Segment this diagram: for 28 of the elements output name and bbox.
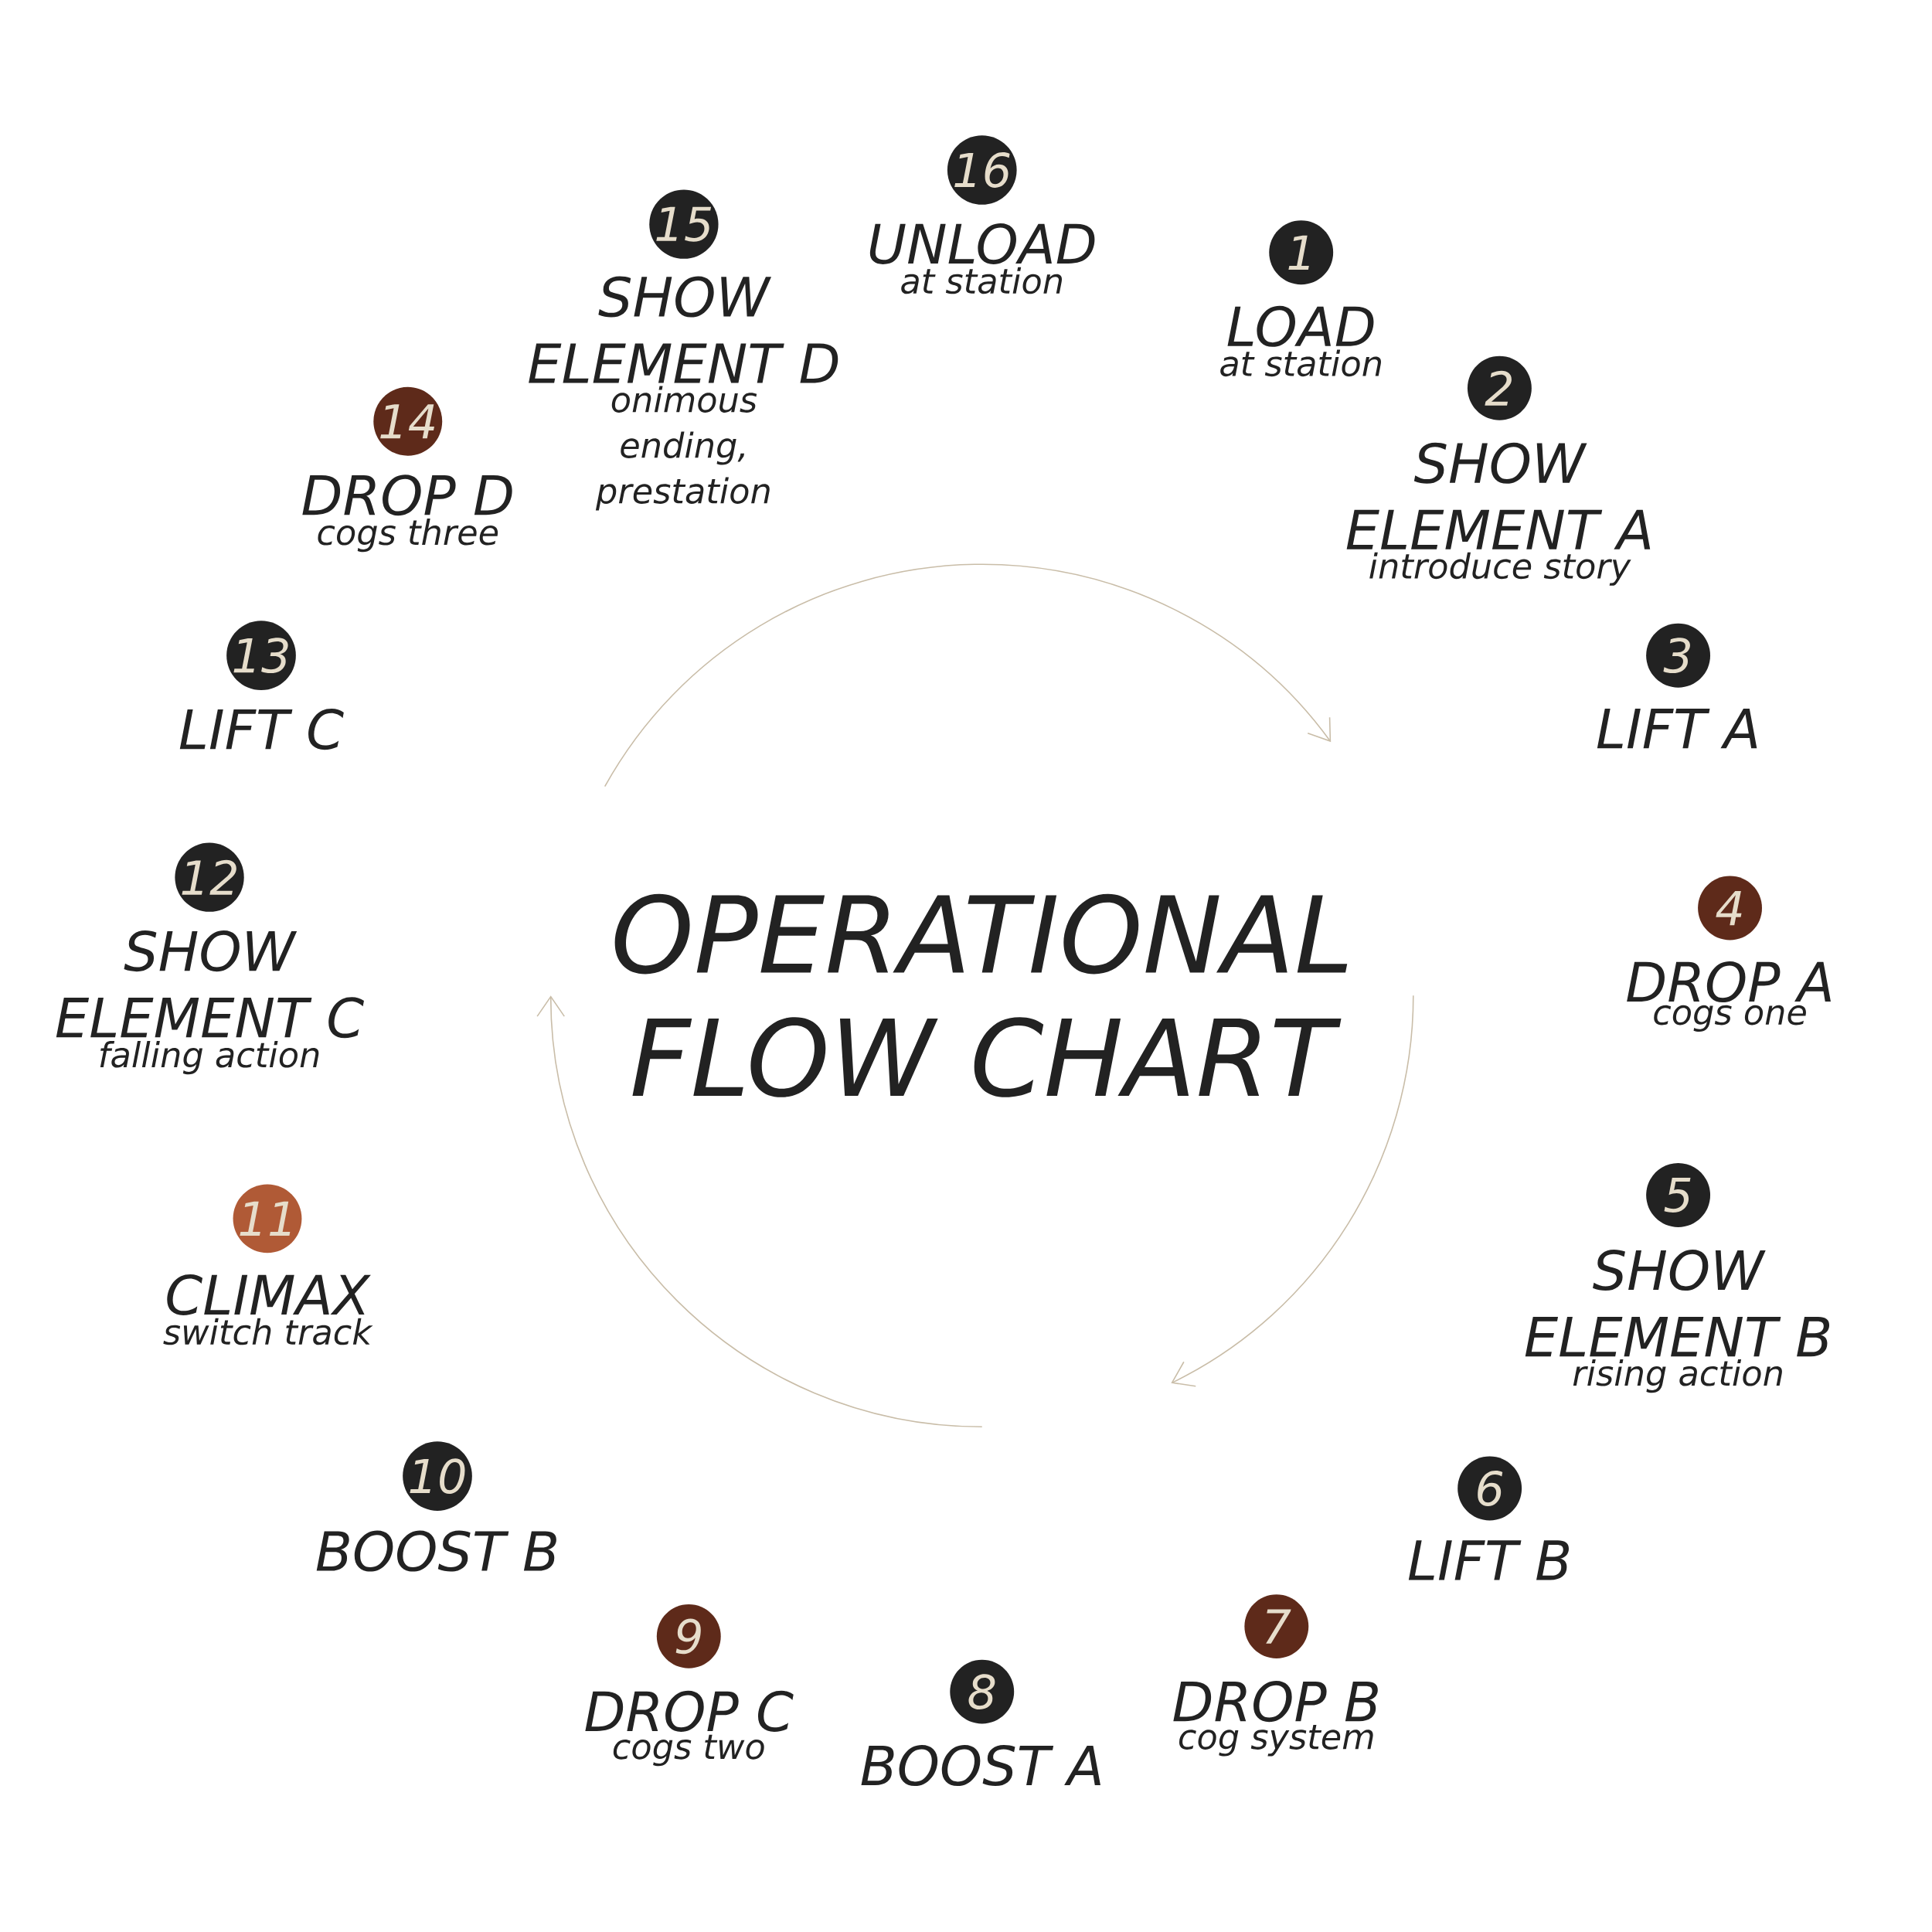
step-note: onimous ending, prestation [595, 386, 770, 511]
step-note: falling action [100, 1041, 319, 1075]
step-title: SHOW ELEMENT D [529, 276, 838, 383]
step-note: at station [1220, 349, 1381, 377]
step-title: DROP C [585, 1690, 794, 1732]
step-title: SHOW ELEMENT B [1525, 1250, 1830, 1357]
chart-title: OPERATIONAL FLOW CHART [614, 893, 1348, 1097]
step-title: UNLOAD [869, 223, 1095, 264]
step-note: cogs one [1654, 1005, 1806, 1032]
step-title: CLIMAX [167, 1274, 371, 1315]
step-title: LOAD [1227, 305, 1374, 347]
step-note: cog system [1179, 1724, 1373, 1757]
step-title: SHOW ELEMENT A [1346, 442, 1651, 549]
step-title: LIFT C [179, 709, 344, 750]
step-title: DROP D [302, 474, 512, 516]
step-title: DROP A [1627, 961, 1831, 1002]
step-title: BOOST A [861, 1744, 1100, 1787]
step-note: introduce story [1369, 552, 1631, 586]
step-note: cogs two [613, 1734, 764, 1767]
step-title: SHOW ELEMENT C [56, 930, 364, 1039]
step-title: LIFT A [1597, 709, 1757, 749]
step-note: switch track [163, 1318, 373, 1345]
step-note: cogs three [318, 519, 498, 553]
step-note: at station [901, 267, 1063, 294]
step-title: BOOST B [316, 1530, 556, 1572]
step-title: LIFT B [1408, 1540, 1569, 1580]
step-note: rising action [1573, 1359, 1782, 1393]
step-title: DROP B [1173, 1681, 1378, 1723]
